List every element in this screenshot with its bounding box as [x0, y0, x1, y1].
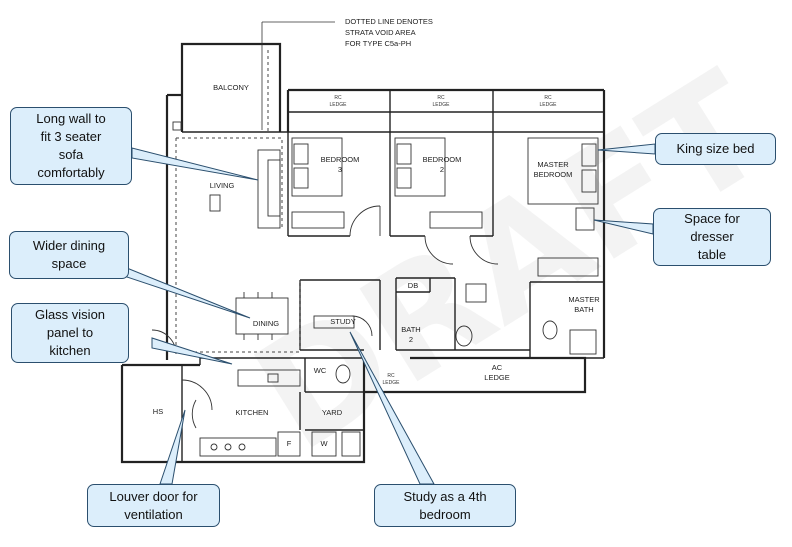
- outer-walls: [120, 42, 606, 464]
- callout-glass: Glass vision panel to kitchen: [11, 303, 129, 363]
- ledge-label-3: LEDGE: [540, 102, 558, 108]
- pointer-sofa: [131, 147, 259, 181]
- callout-study-text: Study as a 4th bedroom: [403, 488, 487, 522]
- callout-sofa-text: Long wall to fit 3 seater sofa comfortab…: [36, 111, 106, 180]
- note-line-3: FOR TYPE C5a-PH: [345, 39, 411, 48]
- callout-louver-text: Louver door for ventilation: [109, 488, 198, 522]
- db-label: DB: [408, 281, 418, 290]
- note-line-2: STRATA VOID AREA: [345, 28, 416, 37]
- callout-dresser: Space for dresser table: [653, 208, 771, 266]
- washer-label: W: [320, 439, 328, 448]
- callout-dresser-text: Space for dresser table: [684, 211, 740, 262]
- bedroom3-label-b: 3: [338, 165, 342, 174]
- door-swings: [151, 205, 499, 429]
- callout-study: Study as a 4th bedroom: [374, 484, 516, 527]
- ac-ledge-label-b: LEDGE: [484, 373, 509, 382]
- callout-dining: Wider dining space: [9, 231, 129, 279]
- rc-label-3: RC: [544, 95, 552, 101]
- callout-glass-text: Glass vision panel to kitchen: [34, 307, 106, 358]
- bedroom3-label-a: BEDROOM: [321, 155, 360, 164]
- pointer-louver: [159, 409, 186, 485]
- callout-sofa: Long wall to fit 3 seater sofa comfortab…: [10, 107, 132, 185]
- ac-ledge-label-a: AC: [492, 363, 503, 372]
- living-label: LIVING: [210, 181, 235, 190]
- ledge-label-4: LEDGE: [383, 380, 401, 386]
- bedroom2-label-a: BEDROOM: [423, 155, 462, 164]
- rc-label-1: RC: [334, 95, 342, 101]
- rc-label-4: RC: [387, 373, 395, 379]
- yard-label: YARD: [322, 408, 343, 417]
- bath2-label-a: BATH: [401, 325, 420, 334]
- ledge-label-2: LEDGE: [433, 102, 451, 108]
- study-label: STUDY: [330, 317, 355, 326]
- pointer-glass: [151, 337, 233, 365]
- master-bath-label-a: MASTER: [568, 295, 600, 304]
- callout-king-text: King size bed: [676, 141, 755, 156]
- fridge-label: F: [287, 439, 292, 448]
- callout-king: King size bed: [655, 133, 776, 165]
- kitchen-label: KITCHEN: [236, 408, 269, 417]
- note-line-1: DOTTED LINE DENOTES: [345, 17, 433, 26]
- note-block: DOTTED LINE DENOTES STRATA VOID AREA FOR…: [345, 17, 433, 48]
- bedroom2-label-b: 2: [440, 165, 444, 174]
- rc-label-2: RC: [437, 95, 445, 101]
- ledge-label-1: LEDGE: [330, 102, 348, 108]
- bath2-label-b: 2: [409, 335, 413, 344]
- balcony-label: BALCONY: [213, 83, 249, 92]
- hs-label: HS: [153, 407, 163, 416]
- dining-label: DINING: [253, 319, 279, 328]
- furniture: [172, 121, 599, 457]
- master-bedroom-label-a: MASTER: [537, 160, 569, 169]
- callout-dining-text: Wider dining space: [32, 238, 106, 271]
- pointer-dining: [111, 261, 251, 319]
- wc-label: WC: [314, 366, 327, 375]
- callout-louver: Louver door for ventilation: [87, 484, 220, 527]
- interior-walls: [181, 90, 604, 462]
- master-bedroom-label-b: BEDROOM: [534, 170, 573, 179]
- master-bath-label-b: BATH: [574, 305, 593, 314]
